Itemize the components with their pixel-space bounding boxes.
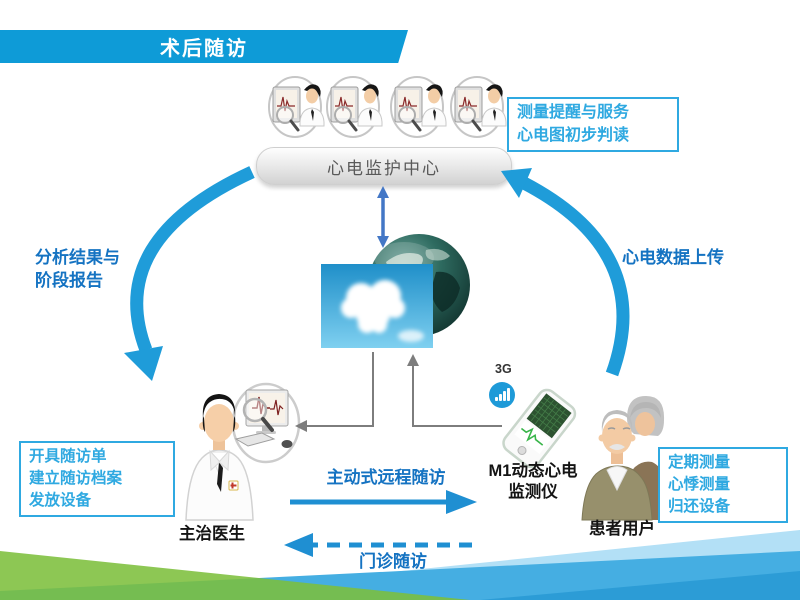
doctor-tasks-line: 开具随访单 <box>29 448 107 465</box>
upload-label: 心电数据上传 <box>622 248 724 267</box>
title-banner: 术后随访 <box>0 30 408 63</box>
service-box-line: 测量提醒与服务 <box>517 104 630 121</box>
title-banner-text: 术后随访 <box>160 38 248 60</box>
outpatient-followup-label: 门诊随访 <box>359 552 427 571</box>
doctor-label: 主治医生 <box>179 525 245 543</box>
patients-label: 患者用户 <box>589 520 655 538</box>
service-box: 测量提醒与服务 心电图初步判读 <box>507 97 679 153</box>
doctor-tasks-box: 开具随访单 建立随访档案 发放设备 <box>19 441 175 517</box>
patient-tasks-box: 定期测量 心悸测量 归还设备 <box>658 447 788 523</box>
doctor-tasks-line: 发放设备 <box>29 492 92 509</box>
patient-tasks-line: 定期测量 <box>668 454 731 471</box>
doctor-workstation-icon <box>231 382 301 464</box>
heart-cloud-image <box>321 264 433 348</box>
patient-tasks-line: 心悸测量 <box>668 476 731 493</box>
patient-tasks-line: 归还设备 <box>668 498 731 515</box>
network-3g-label: 3G <box>495 362 512 376</box>
doctor-monitor-icon <box>449 75 507 139</box>
ecg-center-bar-text: 心电监护中心 <box>327 158 441 178</box>
doctor-monitor-icon <box>325 75 384 139</box>
doctor-monitor-icon <box>389 75 448 139</box>
ecg-center-bar: 心电监护中心 <box>256 147 512 185</box>
doctor-team-icons <box>267 75 507 139</box>
m1-device-icon <box>502 388 577 469</box>
analysis-label: 分析结果与 阶段报告 <box>35 248 120 290</box>
device-label: M1动态心电 监测仪 <box>488 462 578 502</box>
doctor-figure-icon <box>185 394 254 521</box>
service-box-line: 心电图初步判读 <box>517 126 630 144</box>
doctor-tasks-line: 建立随访档案 <box>29 470 123 487</box>
doctor-monitor-icon <box>267 75 326 139</box>
active-followup-label: 主动式远程随访 <box>326 468 446 487</box>
